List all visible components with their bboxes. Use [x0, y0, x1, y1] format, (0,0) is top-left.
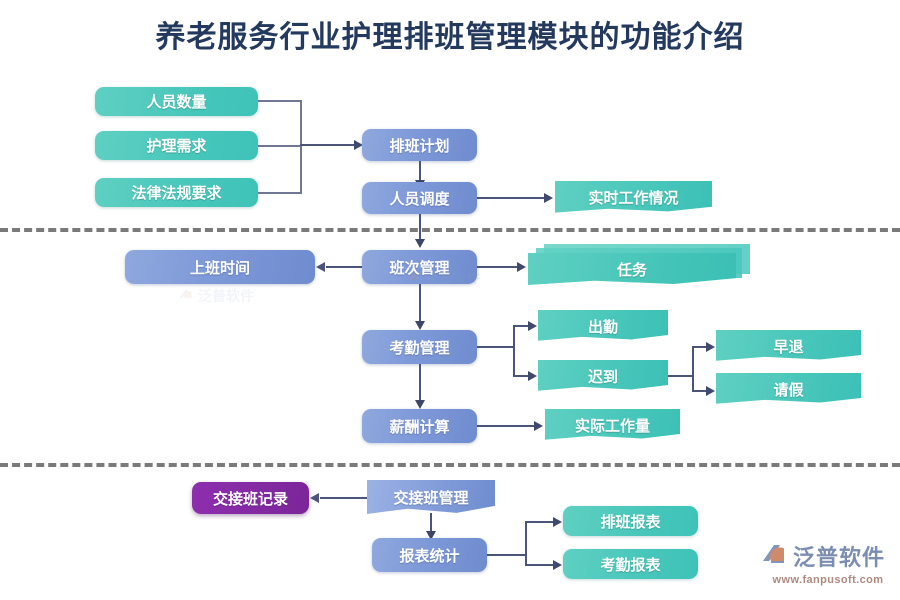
node-schedule-plan[interactable]: 排班计划 [362, 129, 477, 161]
section-divider-1 [0, 228, 900, 232]
node-attendance-management[interactable]: 考勤管理 [362, 330, 477, 364]
connector-to-early-leave [692, 346, 710, 348]
node-schedule-report[interactable]: 排班报表 [563, 506, 698, 536]
node-label: 上班时间 [189, 259, 250, 277]
node-label: 人员调度 [389, 190, 450, 208]
node-late[interactable]: 迟到 [538, 360, 668, 391]
node-label: 考勤报表 [600, 556, 661, 574]
connector-report-bus [525, 521, 527, 566]
node-label: 班次管理 [389, 259, 450, 277]
node-label: 排班计划 [389, 137, 450, 155]
node-work-time[interactable]: 上班时间 [125, 250, 315, 284]
logo-name: 泛普软件 [793, 545, 886, 570]
connector-plan-to-dispatch [419, 161, 421, 183]
connector-attendance-out [477, 346, 515, 348]
node-personal-leave[interactable]: 请假 [716, 373, 861, 404]
node-label: 交接班记录 [212, 490, 288, 508]
node-label: 任务 [616, 262, 647, 279]
brand-logo: 泛普软件 www.fanpusoft.com [762, 540, 894, 592]
node-label: 出勤 [587, 318, 618, 336]
connector-handover-to-report [430, 513, 432, 535]
connector-dispatch-to-shift [419, 214, 421, 242]
arrow-salary-to-workload [534, 421, 543, 431]
connector-to-personal-leave [692, 390, 710, 392]
watermark-text: 泛普软件 [198, 288, 254, 304]
node-label: 护理需求 [146, 138, 207, 155]
arrow-shift-to-attendance [415, 321, 425, 330]
connector-staff-count [258, 100, 302, 102]
node-present[interactable]: 出勤 [538, 310, 668, 341]
connector-dispatch-to-realtime [477, 197, 549, 199]
node-label: 实时工作情况 [588, 190, 679, 207]
connector-care-demand [258, 145, 302, 147]
node-label: 报表统计 [399, 547, 460, 565]
arrow-shift-to-task [517, 262, 526, 272]
arrow-shift-to-worktime [316, 262, 325, 272]
arrow-dispatch-to-shift [415, 239, 425, 248]
connector-salary-to-workload [477, 425, 538, 427]
node-handover-record[interactable]: 交接班记录 [192, 482, 309, 514]
connector-leave-bus [692, 346, 694, 392]
arrow-attendance-to-salary [415, 400, 425, 409]
node-label: 人员数量 [146, 94, 207, 111]
node-label: 薪酬计算 [389, 418, 450, 436]
arrow-to-personal-leave [706, 386, 715, 396]
connector-report-out [487, 554, 527, 556]
page-title: 养老服务行业护理排班管理模块的功能介绍 [155, 21, 745, 54]
connector-handover-to-record [320, 497, 367, 499]
node-actual-workload[interactable]: 实际工作量 [545, 409, 680, 440]
connector-shift-to-worktime [326, 266, 362, 268]
node-label: 早退 [773, 338, 804, 356]
node-care-demand[interactable]: 护理需求 [95, 131, 258, 160]
node-label: 迟到 [587, 368, 618, 386]
node-realtime-status[interactable]: 实时工作情况 [555, 181, 712, 213]
node-handover-management[interactable]: 交接班管理 [367, 480, 495, 514]
node-report-statistics[interactable]: 报表统计 [372, 538, 487, 572]
connector-shift-to-attendance [419, 284, 421, 324]
connector-attendance-to-present [513, 325, 533, 327]
connector-late-out [668, 375, 694, 377]
connector-legal [258, 192, 302, 194]
node-attendance-report[interactable]: 考勤报表 [563, 549, 698, 579]
node-label: 实际工作量 [574, 417, 650, 435]
node-label: 排班报表 [600, 513, 661, 531]
node-task[interactable]: 任务 [528, 253, 736, 286]
connector-to-plan [300, 144, 360, 146]
node-label: 考勤管理 [389, 339, 450, 357]
arrow-handover-to-report [426, 531, 436, 540]
connector-attendance-to-salary [419, 364, 421, 404]
arrow-to-attendance-report [553, 560, 562, 570]
arrow-handover-to-record [310, 493, 319, 503]
watermark-left: 泛普软件 [178, 286, 254, 306]
arrow-to-plan [354, 140, 363, 150]
logo-row: 泛普软件 [762, 540, 894, 572]
node-legal-requirement[interactable]: 法律法规要求 [95, 178, 258, 207]
node-label: 请假 [773, 381, 804, 399]
arrow-to-present [528, 321, 537, 331]
connector-attendance-bus [513, 325, 515, 377]
section-divider-2 [0, 463, 900, 467]
node-label: 交接班管理 [393, 490, 469, 507]
connector-to-attendance-report [525, 564, 557, 566]
arrow-to-schedule-report [553, 517, 562, 527]
fanpu-mark-icon [762, 543, 788, 569]
node-shift-management[interactable]: 班次管理 [362, 250, 477, 284]
node-early-leave[interactable]: 早退 [716, 330, 861, 361]
fanpu-logo-icon [179, 289, 192, 298]
node-staff-count[interactable]: 人员数量 [95, 87, 258, 116]
arrow-to-early-leave [706, 342, 715, 352]
connector-attendance-to-late [513, 375, 533, 377]
connector-merge-bus [300, 100, 302, 193]
node-label: 法律法规要求 [131, 185, 222, 202]
node-staff-dispatch[interactable]: 人员调度 [362, 182, 477, 214]
arrow-dispatch-to-realtime [544, 193, 553, 203]
arrow-to-late [528, 371, 537, 381]
logo-url: www.fanpusoft.com [772, 574, 884, 586]
node-task-stack[interactable]: 任务 [528, 244, 750, 286]
connector-to-schedule-report [525, 521, 557, 523]
node-salary-calculation[interactable]: 薪酬计算 [362, 409, 477, 443]
connector-shift-to-task [477, 266, 521, 268]
